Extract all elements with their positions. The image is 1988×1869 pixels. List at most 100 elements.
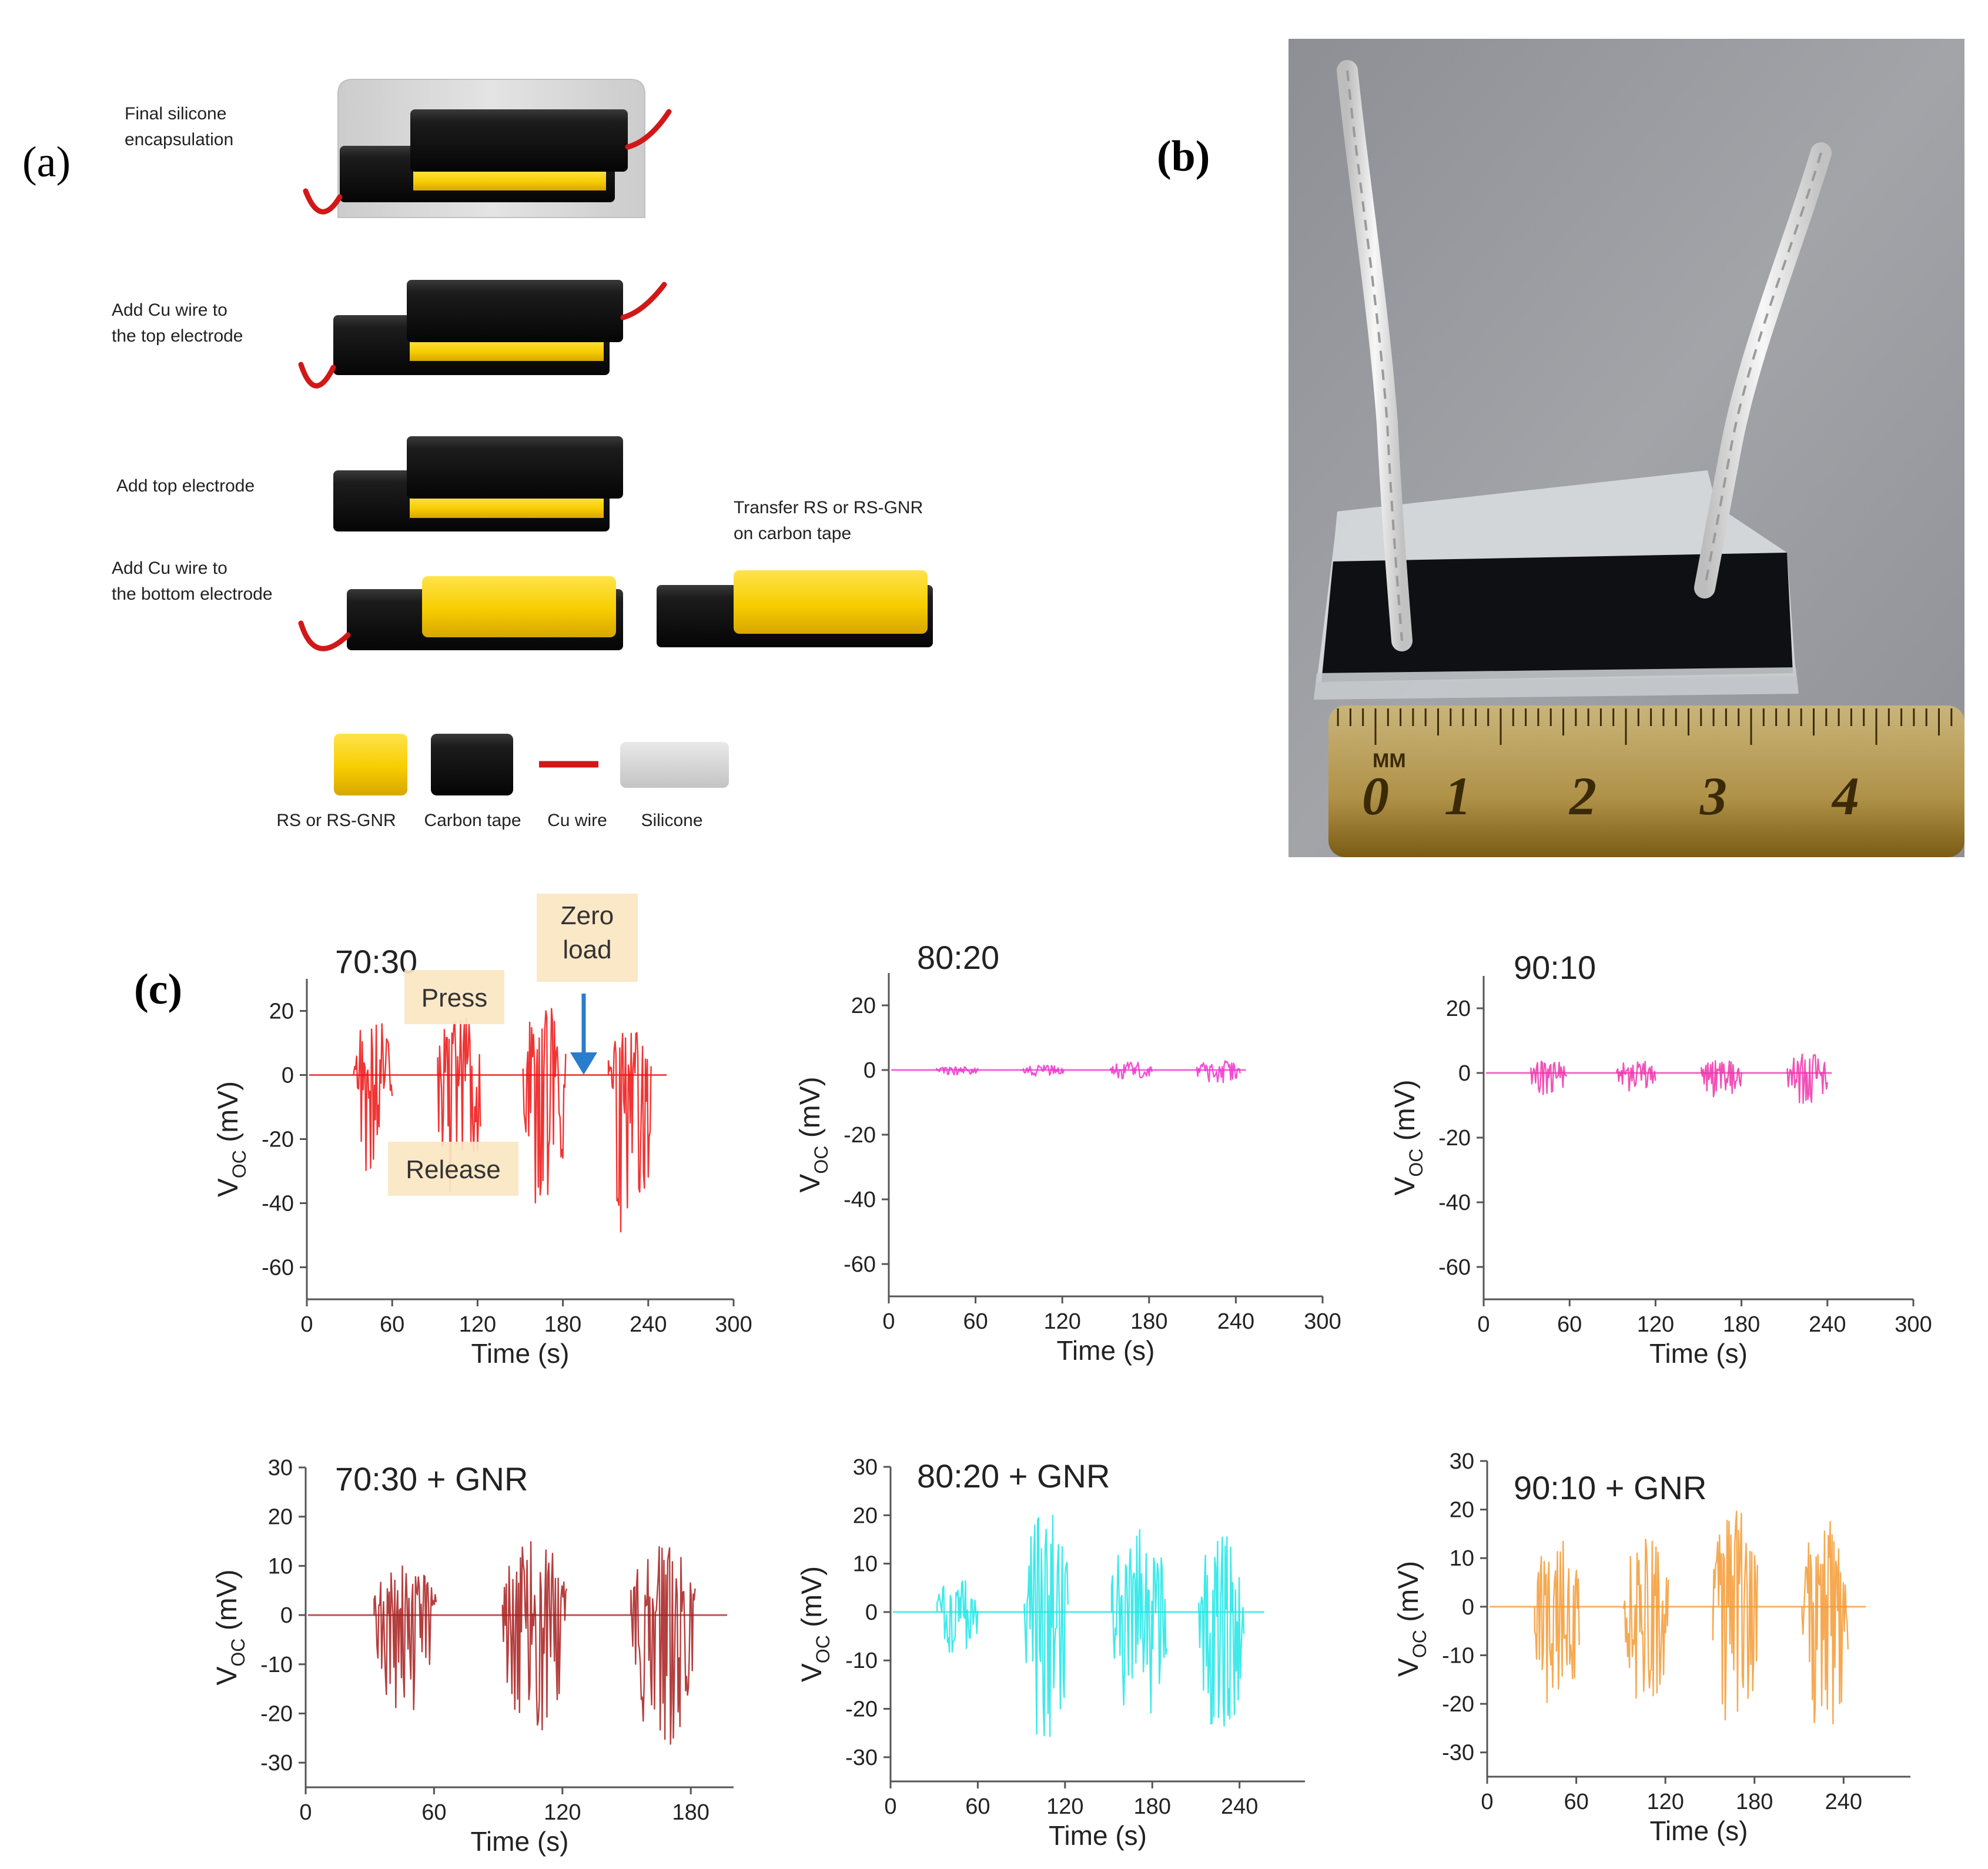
x-tick-label: 120 (1043, 1309, 1080, 1334)
step-label-line: encapsulation (125, 130, 233, 149)
y-tick-label: -20 (844, 1123, 876, 1148)
y-tick-label: 0 (1462, 1595, 1474, 1620)
ruler-unit-label: MM (1373, 750, 1406, 772)
x-tick-label: 180 (1134, 1794, 1171, 1819)
y-axis-label-subscript: OC (1409, 1630, 1430, 1658)
y-tick-label: 0 (280, 1603, 293, 1628)
silicone-block-icon (620, 742, 729, 788)
silicone-edge (1314, 667, 1799, 700)
ruler-number: 3 (1699, 766, 1727, 826)
y-axis-label-main: V (796, 1663, 828, 1682)
y-axis-label-subscript: OC (227, 1639, 249, 1667)
step-label: Final silicone encapsulation (125, 104, 233, 149)
legend-label-rs: RS or RS-GNR (276, 811, 396, 830)
y-tick-label: 10 (853, 1552, 878, 1577)
y-axis-label-unit: (mV) (796, 1566, 828, 1635)
signal-burst (1530, 1061, 1568, 1095)
signal-burst (1701, 1060, 1742, 1098)
device-photo: MM 0 1 2 3 4 (1288, 39, 1964, 857)
y-tick-label: 20 (1446, 997, 1471, 1021)
y-tick-label: 0 (865, 1600, 878, 1625)
y-axis-label-unit: (mV) (212, 1569, 243, 1638)
ruler (1328, 706, 1964, 857)
y-axis-label-main: V (1393, 1658, 1424, 1677)
y-tick-label: -10 (1442, 1643, 1474, 1668)
step-label: Add Cu wire to the top electrode (112, 300, 243, 346)
y-tick-label: -20 (262, 1128, 294, 1152)
schematic-step-final-encapsulation: Final silicone encapsulation (125, 79, 672, 218)
y-tick-label: -30 (845, 1746, 878, 1770)
step-label-line: on carbon tape (734, 524, 851, 543)
panel-label-b: (b) (1157, 132, 1210, 180)
signal-burst (936, 1580, 979, 1653)
ruler-number: 2 (1568, 766, 1597, 826)
panel-a: (a) Final silicone encapsulation Add Cu … (22, 79, 933, 830)
carbon-tape-block-icon (431, 734, 513, 795)
y-tick-label: -30 (1442, 1741, 1474, 1766)
annotation-box (404, 970, 504, 1024)
schematic-step-add-top-electrode: Add top electrode (116, 436, 623, 531)
y-axis-label-main: V (795, 1174, 826, 1193)
x-tick-label: 60 (963, 1309, 988, 1334)
schematic-step-add-cu-wire-top: Add Cu wire to the top electrode (112, 280, 667, 389)
y-tick-label: 20 (851, 994, 876, 1018)
x-tick-label: 300 (1895, 1312, 1932, 1337)
y-axis-label-unit: (mV) (1390, 1079, 1421, 1148)
y-tick-label: 20 (1450, 1498, 1474, 1523)
y-axis-label: VOC (mV) (212, 1569, 249, 1685)
x-tick-label: 240 (1809, 1312, 1846, 1337)
signal-burst (1110, 1529, 1168, 1714)
y-tick-label: 10 (268, 1554, 293, 1579)
schematic-legend: RS or RS-GNR Carbon tape Cu wire Silicon… (276, 734, 729, 830)
signal-burst (501, 1541, 568, 1731)
signal-burst (522, 1008, 567, 1203)
x-axis-label: Time (s) (471, 1338, 570, 1369)
y-axis-label-unit: (mV) (1393, 1561, 1424, 1630)
y-axis-label: VOC (mV) (1393, 1561, 1430, 1677)
ruler-ticks (1337, 708, 1953, 745)
signal-burst (1198, 1536, 1245, 1727)
x-tick-label: 0 (1477, 1312, 1490, 1337)
signal-burst (630, 1546, 696, 1745)
legend-label-cu-wire: Cu wire (547, 811, 607, 830)
y-tick-label: 30 (1450, 1449, 1474, 1474)
rs-layer-block (422, 576, 616, 637)
annotation-text: load (563, 935, 611, 964)
schematic-step-transfer-rs: Transfer RS or RS-GNR on carbon tape (657, 498, 933, 647)
chart-title: 70:30 + GNR (335, 1460, 528, 1497)
y-tick-label: -60 (262, 1256, 294, 1280)
x-tick-label: 60 (1557, 1312, 1582, 1337)
x-tick-label: 240 (1217, 1309, 1254, 1334)
x-tick-label: 0 (300, 1312, 313, 1337)
x-tick-label: 180 (1736, 1790, 1773, 1814)
signal-burst (373, 1565, 437, 1711)
y-tick-label: -40 (1438, 1191, 1471, 1215)
top-carbon-tape-block (410, 109, 628, 172)
x-axis-label: Time (s) (1049, 1820, 1147, 1851)
step-label: Add top electrode (116, 476, 255, 496)
x-tick-label: 120 (1646, 1790, 1684, 1814)
y-axis-label: VOC (mV) (795, 1076, 832, 1192)
y-tick-label: -60 (844, 1252, 876, 1277)
step-label-line: Final silicone (125, 104, 226, 123)
step-label-line: Add Cu wire to (112, 300, 227, 320)
x-axis-label: Time (s) (471, 1826, 569, 1857)
signal-burst (1022, 1065, 1065, 1077)
annotation-box (388, 1142, 518, 1196)
step-label: Add Cu wire to the bottom electrode (112, 559, 273, 604)
rs-layer-block (413, 170, 606, 190)
ruler-number: 4 (1831, 766, 1859, 826)
y-tick-label: 20 (853, 1503, 878, 1528)
x-tick-label: 120 (459, 1312, 496, 1337)
signal-burst (1786, 1054, 1828, 1104)
chart-title: 80:20 (917, 939, 999, 976)
x-axis-label: Time (s) (1057, 1335, 1155, 1366)
x-tick-label: 240 (1221, 1794, 1258, 1819)
cu-wire-bottom (298, 620, 351, 651)
legend-label-silicone: Silicone (641, 811, 702, 830)
zero-load-arrow-head (570, 1052, 597, 1075)
